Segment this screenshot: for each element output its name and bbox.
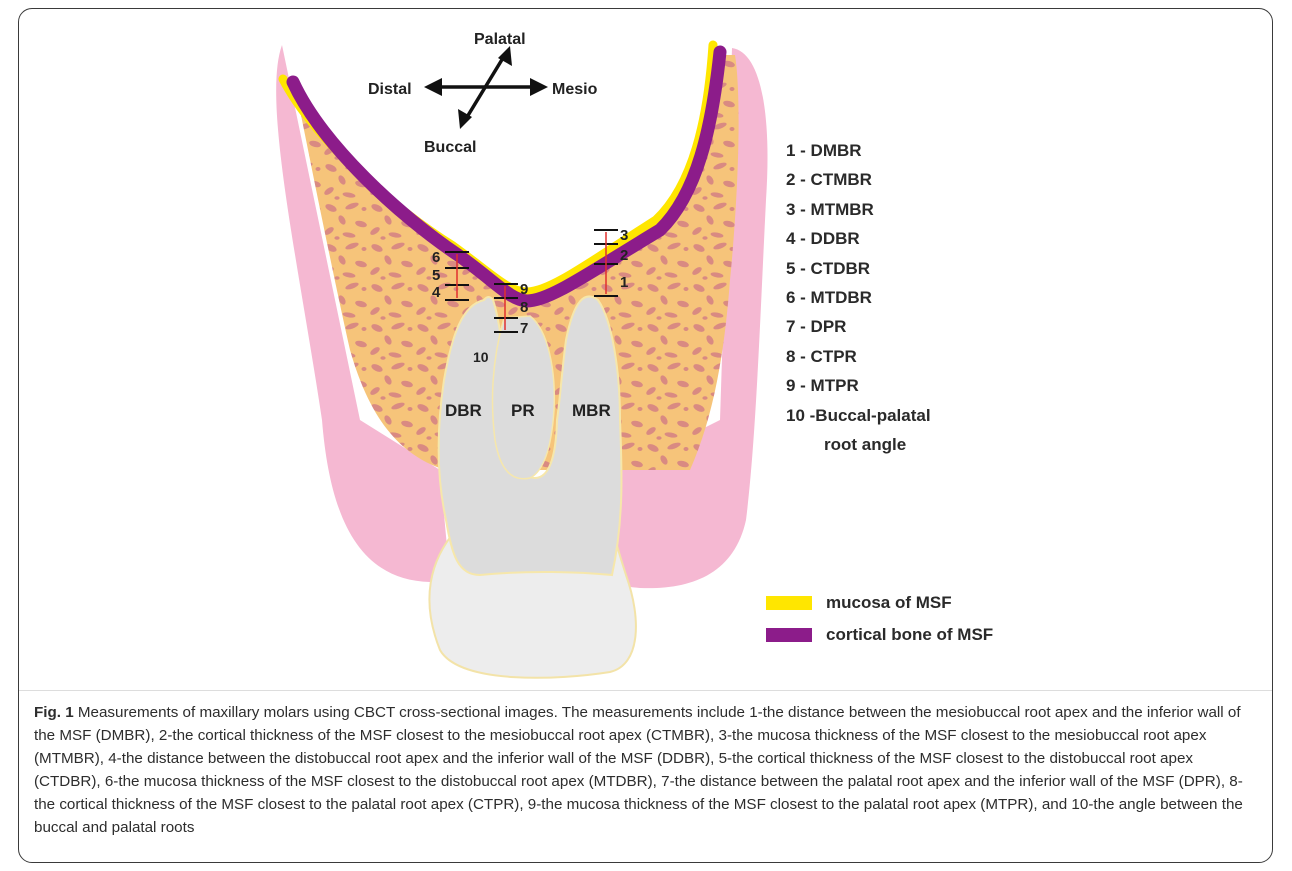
marker-6: 6 [432,249,440,266]
marker-1: 1 [620,274,628,291]
marker-10: 10 [473,349,489,365]
caption-text: Measurements of maxillary molars using C… [34,704,1243,836]
cortical-label: cortical bone of MSF [826,625,993,645]
marker-2: 2 [620,247,628,264]
caption-label: Fig. 1 [34,704,74,721]
direction-distal: Distal [368,81,412,98]
direction-mesio: Mesio [552,81,598,98]
molar-diagram: Palatal Distal Mesio Buccal DBR PR MBR 6… [0,0,1292,690]
legend-item: 9 - MTPR [786,371,931,400]
legend-item: 5 - CTDBR [786,254,931,283]
marker-4: 4 [432,284,441,301]
root-label-mbr: MBR [572,401,611,420]
legend-item: 4 - DDBR [786,224,931,253]
direction-palatal: Palatal [474,31,526,48]
marker-5: 5 [432,267,440,284]
color-legend-cortical: cortical bone of MSF [766,622,993,648]
direction-compass [424,46,548,129]
direction-buccal: Buccal [424,139,476,156]
legend-item: 8 - CTPR [786,342,931,371]
legend-item: 2 - CTMBR [786,165,931,194]
legend-item: 3 - MTMBR [786,195,931,224]
mucosa-swatch [766,596,812,610]
marker-8: 8 [520,299,528,316]
marker-9: 9 [520,281,528,298]
caption-divider [19,690,1272,691]
palatal-root [492,316,554,479]
marker-7: 7 [520,320,528,337]
mucosa-label: mucosa of MSF [826,593,952,613]
legend-item-continuation: root angle [786,430,931,459]
measurement-legend: 1 - DMBR 2 - CTMBR 3 - MTMBR 4 - DDBR 5 … [786,136,931,459]
legend-item: 7 - DPR [786,312,931,341]
root-label-pr: PR [511,401,535,420]
legend-item: 1 - DMBR [786,136,931,165]
figure-caption: Fig. 1 Measurements of maxillary molars … [34,701,1256,839]
legend-continuation-text: root angle [786,435,906,454]
cortical-swatch [766,628,812,642]
color-legend: mucosa of MSF cortical bone of MSF [766,590,993,654]
color-legend-mucosa: mucosa of MSF [766,590,993,616]
legend-item: 6 - MTDBR [786,283,931,312]
legend-item: 10 -Buccal-palatal [786,401,931,430]
marker-3: 3 [620,227,628,244]
root-label-dbr: DBR [445,401,482,420]
